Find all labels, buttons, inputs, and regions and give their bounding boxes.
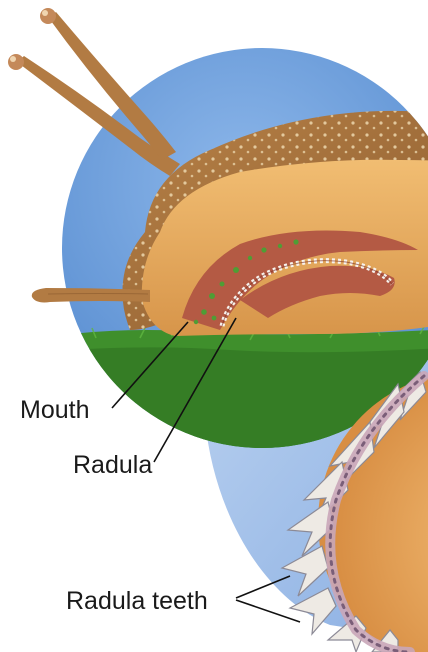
radula-teeth-callout-line-2 bbox=[236, 600, 300, 622]
lower-tentacle bbox=[32, 288, 150, 302]
main-circle-scene bbox=[40, 30, 428, 470]
eye-right bbox=[40, 8, 56, 24]
eye-left bbox=[8, 54, 24, 70]
radula-label: Radula bbox=[73, 453, 152, 478]
radula-teeth-label: Radula teeth bbox=[66, 589, 208, 614]
mouth-label: Mouth bbox=[20, 398, 89, 423]
